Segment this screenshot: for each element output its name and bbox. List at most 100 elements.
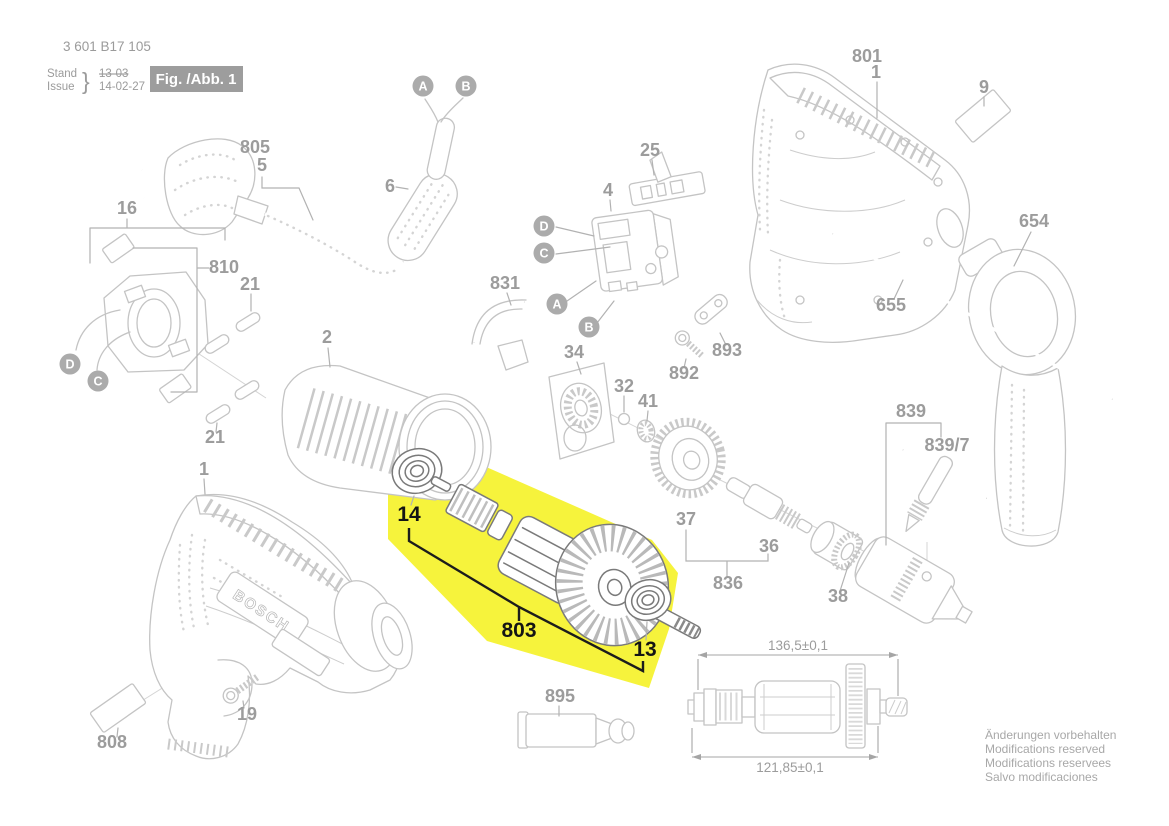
footer-line-2: Modifications reserved xyxy=(985,742,1105,756)
footer-line-3: Modifications reservees xyxy=(985,756,1111,770)
callout-circle-C xyxy=(87,370,109,392)
link-893 xyxy=(694,293,728,346)
part-label-1-8: 1 xyxy=(199,459,209,479)
screw-892 xyxy=(674,330,705,369)
chuck xyxy=(854,536,973,624)
part-label-810-4: 810 xyxy=(209,257,239,277)
callout-circle-D xyxy=(59,353,81,375)
dimension-drawing: 136,5±0,1 121,85±0,1 xyxy=(687,638,908,775)
callout-D-2: D xyxy=(59,353,81,375)
part-label-839-32: 839 xyxy=(896,401,926,421)
callout-letter-C: C xyxy=(93,375,102,389)
footer-line-4: Salvo modificaciones xyxy=(985,770,1098,784)
part-label-1-28: 1 xyxy=(871,62,881,82)
figure-badge-label: Fig. /Abb. 1 xyxy=(156,71,237,88)
ball-32 xyxy=(617,395,631,426)
screw-19 xyxy=(222,673,261,709)
nameplate-808 xyxy=(89,683,147,738)
callout-circle-C xyxy=(533,242,555,264)
gear-37 xyxy=(650,417,726,499)
part-label-9-29: 9 xyxy=(979,77,989,97)
callout-B-7: B xyxy=(578,316,600,338)
part-label-2-6: 2 xyxy=(322,327,332,347)
part-label-4-16: 4 xyxy=(603,180,613,200)
side-handle xyxy=(958,231,1077,547)
screws-21 xyxy=(204,293,261,433)
part-label-839-7-33: 839/7 xyxy=(924,435,969,455)
part-label-13-14: 13 xyxy=(633,638,656,661)
bearing-plate-34 xyxy=(548,361,615,460)
date-old: 13-03 xyxy=(99,68,128,80)
ring-41 xyxy=(636,410,656,443)
switch-cover xyxy=(467,292,529,371)
header-block: 3 601 B17 105 Stand Issue } 13-03 14-02-… xyxy=(47,39,243,94)
part-label-836-25: 836 xyxy=(713,573,743,593)
stand-label: Stand xyxy=(47,68,77,80)
figure-badge xyxy=(150,66,243,92)
brace: } xyxy=(82,68,90,94)
footer-line-1: Änderungen vorbehalten xyxy=(985,728,1116,742)
callout-circle-D xyxy=(533,215,555,237)
cable-clamp xyxy=(628,151,706,207)
depth-rod xyxy=(832,232,1113,401)
part-label-25-15: 25 xyxy=(640,140,660,160)
part-label-38-26: 38 xyxy=(828,586,848,606)
bracket-839 xyxy=(885,422,942,546)
callout-letter-A: A xyxy=(418,80,427,94)
bracket-836 xyxy=(685,529,769,577)
callout-letter-B: B xyxy=(461,80,470,94)
issue-label: Issue xyxy=(47,81,75,93)
type-number: 3 601 B17 105 xyxy=(63,39,151,54)
part-label-655-31: 655 xyxy=(876,295,906,315)
chuck-key xyxy=(885,422,988,546)
part-label-19-10: 19 xyxy=(237,704,257,724)
commutator xyxy=(445,483,499,533)
spindle-36 xyxy=(725,477,813,534)
dimension-overall: 136,5±0,1 xyxy=(768,638,828,653)
dimension-partial: 121,85±0,1 xyxy=(756,760,823,775)
callout-letter-A: A xyxy=(552,298,561,312)
part-label-831-17: 831 xyxy=(490,273,520,293)
part-label-803-13: 803 xyxy=(501,619,536,642)
power-cord-plug xyxy=(141,138,405,275)
brush-holder-plate xyxy=(75,218,226,404)
part-label-654-30: 654 xyxy=(1019,211,1049,231)
part-label-805-0: 805 xyxy=(240,137,270,157)
part-label-21-7: 21 xyxy=(205,427,225,447)
callout-circle-A xyxy=(546,293,568,315)
part-label-16-3: 16 xyxy=(117,198,137,218)
armature-group xyxy=(391,447,702,673)
grease-tube xyxy=(517,705,635,749)
switch xyxy=(555,199,679,324)
callout-B-1: B xyxy=(455,75,477,97)
callout-circle-B xyxy=(578,316,600,338)
bearing-13 xyxy=(624,578,672,622)
callout-letter-D: D xyxy=(65,358,74,372)
stator xyxy=(281,347,492,501)
part-label-41-20: 41 xyxy=(638,391,658,411)
bearing-14 xyxy=(391,447,443,495)
callout-circle-A xyxy=(412,75,434,97)
ratchet-38 xyxy=(810,520,864,592)
callout-circle-B xyxy=(455,75,477,97)
part-label-32-19: 32 xyxy=(614,376,634,396)
part-label-37-23: 37 xyxy=(676,509,696,529)
part-label-808-9: 808 xyxy=(97,732,127,752)
part-label-34-18: 34 xyxy=(564,342,584,362)
callout-letter-D: D xyxy=(539,220,548,234)
part-label-36-24: 36 xyxy=(759,536,779,556)
housing-right xyxy=(749,63,971,343)
nameplate-9 xyxy=(955,89,1011,143)
callout-C-5: C xyxy=(533,242,555,264)
part-label-892-22: 892 xyxy=(669,363,699,383)
part-label-801-27: 801 xyxy=(852,46,882,66)
housing-left: BOSCH xyxy=(149,478,413,760)
part-label-14-12: 14 xyxy=(397,503,421,526)
part-label-893-21: 893 xyxy=(712,340,742,360)
callout-letter-C: C xyxy=(539,247,548,261)
part-label-895-11: 895 xyxy=(545,686,575,706)
highlight-callout-line xyxy=(407,528,645,673)
callout-letter-B: B xyxy=(584,321,593,335)
